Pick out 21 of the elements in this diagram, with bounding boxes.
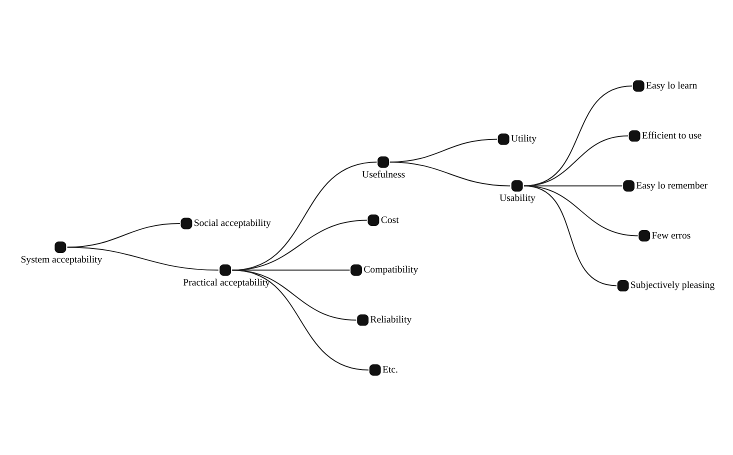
node-label: Few erros — [652, 230, 691, 241]
node-label: Usefulness — [362, 168, 406, 180]
node-label: Efficient to use — [642, 130, 702, 141]
connector — [66, 222, 180, 248]
node-label: Social acceptability — [194, 218, 271, 229]
node-label: System acceptability — [20, 254, 102, 265]
node-label: Subjectively pleasing — [630, 280, 715, 291]
node-label: Utility — [510, 133, 537, 144]
node-label: Usability — [499, 192, 536, 204]
connector — [524, 184, 618, 286]
node-label: Practical acceptability — [183, 276, 270, 288]
connector — [66, 246, 219, 270]
node-label: Cost — [380, 214, 399, 226]
node-label: Reliability — [370, 314, 412, 326]
node-label: Etc. — [382, 364, 398, 376]
connector — [389, 161, 511, 186]
connector — [232, 269, 370, 370]
node-label: Easy lo remember — [636, 180, 708, 191]
node-label: Easy lo learn — [646, 80, 698, 92]
connector — [524, 85, 633, 186]
node-label: Compatibility — [364, 264, 418, 276]
